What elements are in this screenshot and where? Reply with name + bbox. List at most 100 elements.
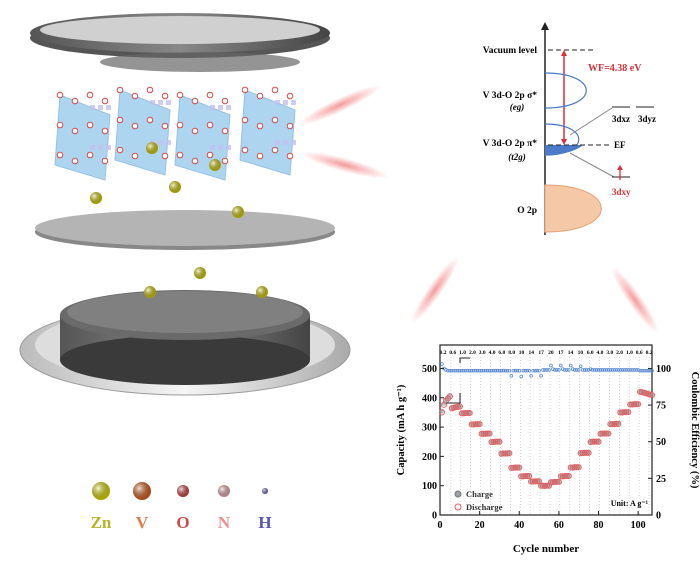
oxygen-atom xyxy=(161,92,169,100)
ce-point xyxy=(501,368,506,373)
discharge-point xyxy=(444,395,451,402)
oxygen-atom xyxy=(86,121,94,129)
ammonium-site xyxy=(210,105,215,110)
y-tick-label: 400 xyxy=(422,393,437,404)
ce-point xyxy=(634,368,638,372)
unit-note: Unit: A g⁻¹ xyxy=(611,499,649,508)
oxygen-atom xyxy=(256,122,264,130)
oxygen-atom xyxy=(56,151,64,159)
oxygen-atom xyxy=(271,116,279,124)
oxygen-atom xyxy=(101,157,109,165)
oxygen-atom xyxy=(256,152,264,160)
ammonium-site xyxy=(166,100,171,105)
discharge-point xyxy=(500,450,507,457)
discharge-point xyxy=(575,464,582,471)
ce-point xyxy=(537,368,541,373)
discharge-point xyxy=(545,482,553,489)
x-tick-label: 60 xyxy=(554,520,564,531)
ce-point xyxy=(469,368,474,373)
ce-point xyxy=(576,368,581,372)
ce-point xyxy=(467,368,472,373)
discharge-point xyxy=(591,438,598,445)
discharge-point xyxy=(589,438,596,445)
ammonium-site xyxy=(291,140,296,145)
rate-label: 6.0 xyxy=(498,350,505,356)
discharge-point xyxy=(512,464,519,471)
ammonium-site xyxy=(291,100,296,105)
discharge-point xyxy=(609,421,616,428)
rate-label: 17 xyxy=(558,350,564,356)
ce-axis-arrow-icon xyxy=(459,357,470,363)
top-cap xyxy=(30,13,330,72)
t2g-filled xyxy=(545,145,583,155)
discharge-point xyxy=(466,409,473,417)
discharge-point xyxy=(573,464,580,471)
y2-tick-label: 75 xyxy=(656,401,666,412)
ce-point xyxy=(491,368,496,373)
rate-label: 1.0 xyxy=(626,350,633,356)
discharge-point xyxy=(488,438,495,446)
discharge-point xyxy=(561,472,568,480)
rate-label: 1.0 xyxy=(459,350,466,356)
zinc-anode-can xyxy=(19,290,351,396)
ce-point xyxy=(586,368,591,372)
oxygen-atom xyxy=(221,157,229,165)
rate-label: 4.0 xyxy=(597,350,604,356)
discharge-point xyxy=(518,473,525,480)
cathode-crystal-layer xyxy=(54,86,296,181)
ce-point xyxy=(487,368,492,373)
discharge-point xyxy=(567,464,574,471)
ce-point xyxy=(622,368,627,372)
glow-beams xyxy=(299,84,659,334)
discharge-point xyxy=(522,472,529,480)
oxygen-atom xyxy=(256,92,264,100)
ce-point xyxy=(563,368,567,372)
oxygen-atom xyxy=(71,157,79,165)
rate-label: 0.6 xyxy=(449,350,456,356)
ce-point xyxy=(543,368,547,372)
legend-charge: Charge xyxy=(466,489,493,499)
oxygen-atom xyxy=(271,146,279,154)
ce-point xyxy=(612,368,617,372)
discharge-point xyxy=(547,479,555,486)
ce-point xyxy=(507,368,512,373)
ce-point xyxy=(644,368,648,373)
x-tick-label: 40 xyxy=(514,520,524,531)
ce-point xyxy=(557,368,561,372)
rate-label: 6.0 xyxy=(587,350,594,356)
ce-point xyxy=(578,364,583,369)
discharge-point xyxy=(478,430,485,437)
oxygen-atom xyxy=(241,116,249,124)
ce-point xyxy=(503,368,508,373)
ce-point xyxy=(444,368,448,372)
ce-point xyxy=(620,368,625,372)
atom-V-label: V xyxy=(136,513,149,532)
ammonium-site xyxy=(226,105,231,110)
y-tick-label: 200 xyxy=(422,452,437,463)
ce-point xyxy=(448,368,452,373)
ce-point xyxy=(588,367,593,371)
ce-point xyxy=(489,368,494,373)
ce-point xyxy=(602,368,607,372)
oxygen-atom xyxy=(131,152,139,160)
ce-point xyxy=(606,368,611,372)
discharge-point xyxy=(625,409,632,416)
ce-point xyxy=(483,368,488,373)
discharge-point xyxy=(623,409,630,416)
discharge-point xyxy=(621,409,628,416)
rate-label: 17 xyxy=(538,350,544,356)
oxygen-atom xyxy=(271,86,279,94)
ce-point xyxy=(584,368,589,372)
ce-point xyxy=(638,368,642,373)
oxygen-atom xyxy=(286,92,294,100)
ce-point xyxy=(580,368,585,372)
ce-point xyxy=(523,368,527,373)
oxygen-atom xyxy=(206,121,214,129)
ce-point xyxy=(596,368,601,372)
ammonium-site xyxy=(275,140,280,145)
ammonium-site xyxy=(218,105,223,110)
ce-point xyxy=(450,368,454,373)
ce-point xyxy=(499,368,504,373)
y2-tick-label: 50 xyxy=(656,437,666,448)
discharge-point xyxy=(514,464,521,471)
